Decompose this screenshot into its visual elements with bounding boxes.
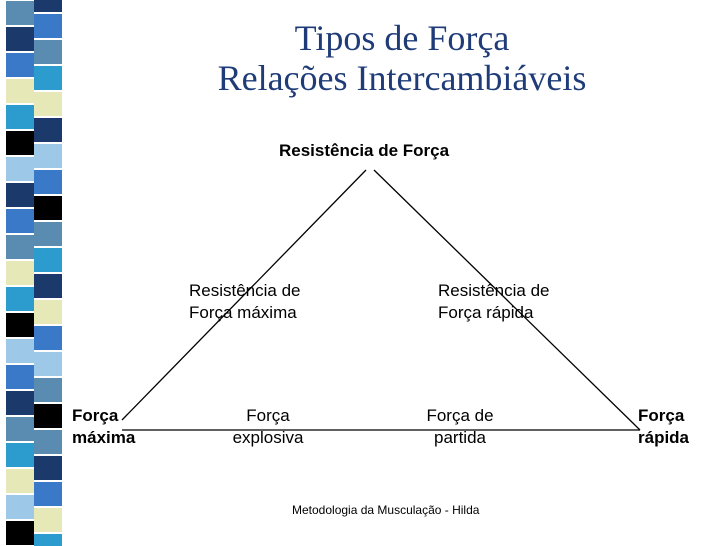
stripe-block	[6, 521, 34, 545]
triangle-right-edge	[373, 169, 641, 431]
slide-subtitle: Relações Intercambiáveis	[217, 58, 587, 98]
stripe-block	[34, 66, 62, 90]
decorative-side-stripe	[6, 0, 62, 546]
left-side-label: Resistência de Força máxima	[189, 280, 301, 324]
bottom-mid-left-line1: Força	[246, 406, 290, 425]
bottom-left-corner-label: Força máxima	[72, 405, 135, 449]
stripe-block	[34, 352, 62, 376]
stripe-block	[34, 378, 62, 402]
stripe-block	[6, 105, 34, 129]
stripe-block	[34, 40, 62, 64]
stripe-block	[34, 118, 62, 142]
bottom-mid-right-label: Força de partida	[412, 405, 508, 449]
stripe-block	[34, 300, 62, 324]
bottom-mid-left-line2: explosiva	[232, 428, 304, 447]
stripe-block	[6, 53, 34, 77]
stripe-block	[6, 391, 34, 415]
stripe-block	[6, 235, 34, 259]
stripe-block	[34, 456, 62, 480]
stripe-block	[6, 287, 34, 311]
left-side-label-line1: Resistência de	[189, 281, 301, 300]
bottom-right-corner-label: Força rápida	[638, 405, 689, 449]
stripe-block	[6, 365, 34, 389]
slide-footer: Metodologia da Musculação - Hilda	[292, 503, 480, 517]
stripe-block	[34, 326, 62, 350]
stripe-block	[6, 313, 34, 337]
right-side-label-line1: Resistência de	[438, 281, 550, 300]
stripe-block	[34, 248, 62, 272]
bottom-left-corner-line1: Força	[72, 406, 119, 425]
stripe-block	[6, 443, 34, 467]
stripe-block	[6, 27, 34, 51]
stripe-block	[34, 430, 62, 454]
triangle-left-edge	[121, 169, 367, 421]
stripe-block	[6, 417, 34, 441]
bottom-mid-left-label: Força explosiva	[218, 405, 318, 449]
stripe-block	[34, 170, 62, 194]
right-side-label: Resistência de Força rápida	[438, 280, 550, 324]
stripe-block	[6, 209, 34, 233]
stripe-block	[34, 274, 62, 298]
stripe-block	[6, 157, 34, 181]
stripe-block	[34, 404, 62, 428]
stripe-block	[34, 144, 62, 168]
stripe-block	[6, 495, 34, 519]
stripe-block	[34, 534, 62, 546]
bottom-mid-right-line1: Força de	[426, 406, 494, 425]
stripe-block	[6, 261, 34, 285]
bottom-right-corner-line2: rápida	[638, 428, 690, 447]
stripe-block	[6, 183, 34, 207]
bottom-right-corner-line1: Força	[638, 406, 685, 425]
stripe-block	[34, 196, 62, 220]
slide-title: Tipos de Força	[294, 18, 510, 58]
stripe-block	[6, 1, 34, 25]
bottom-left-corner-line2: máxima	[72, 428, 136, 447]
stripe-block	[6, 469, 34, 493]
stripe-block	[34, 222, 62, 246]
stripe-block	[6, 339, 34, 363]
stripe-block	[34, 482, 62, 506]
stripe-block	[34, 508, 62, 532]
left-side-label-line2: Força máxima	[189, 303, 297, 322]
bottom-mid-right-line2: partida	[434, 428, 486, 447]
stripe-block	[6, 79, 34, 103]
stripe-block	[34, 14, 62, 38]
stripe-block	[6, 131, 34, 155]
apex-label: Resistência de Força	[279, 141, 450, 160]
stripe-block	[34, 0, 62, 12]
right-side-label-line2: Força rápida	[438, 303, 534, 322]
stripe-block	[34, 92, 62, 116]
